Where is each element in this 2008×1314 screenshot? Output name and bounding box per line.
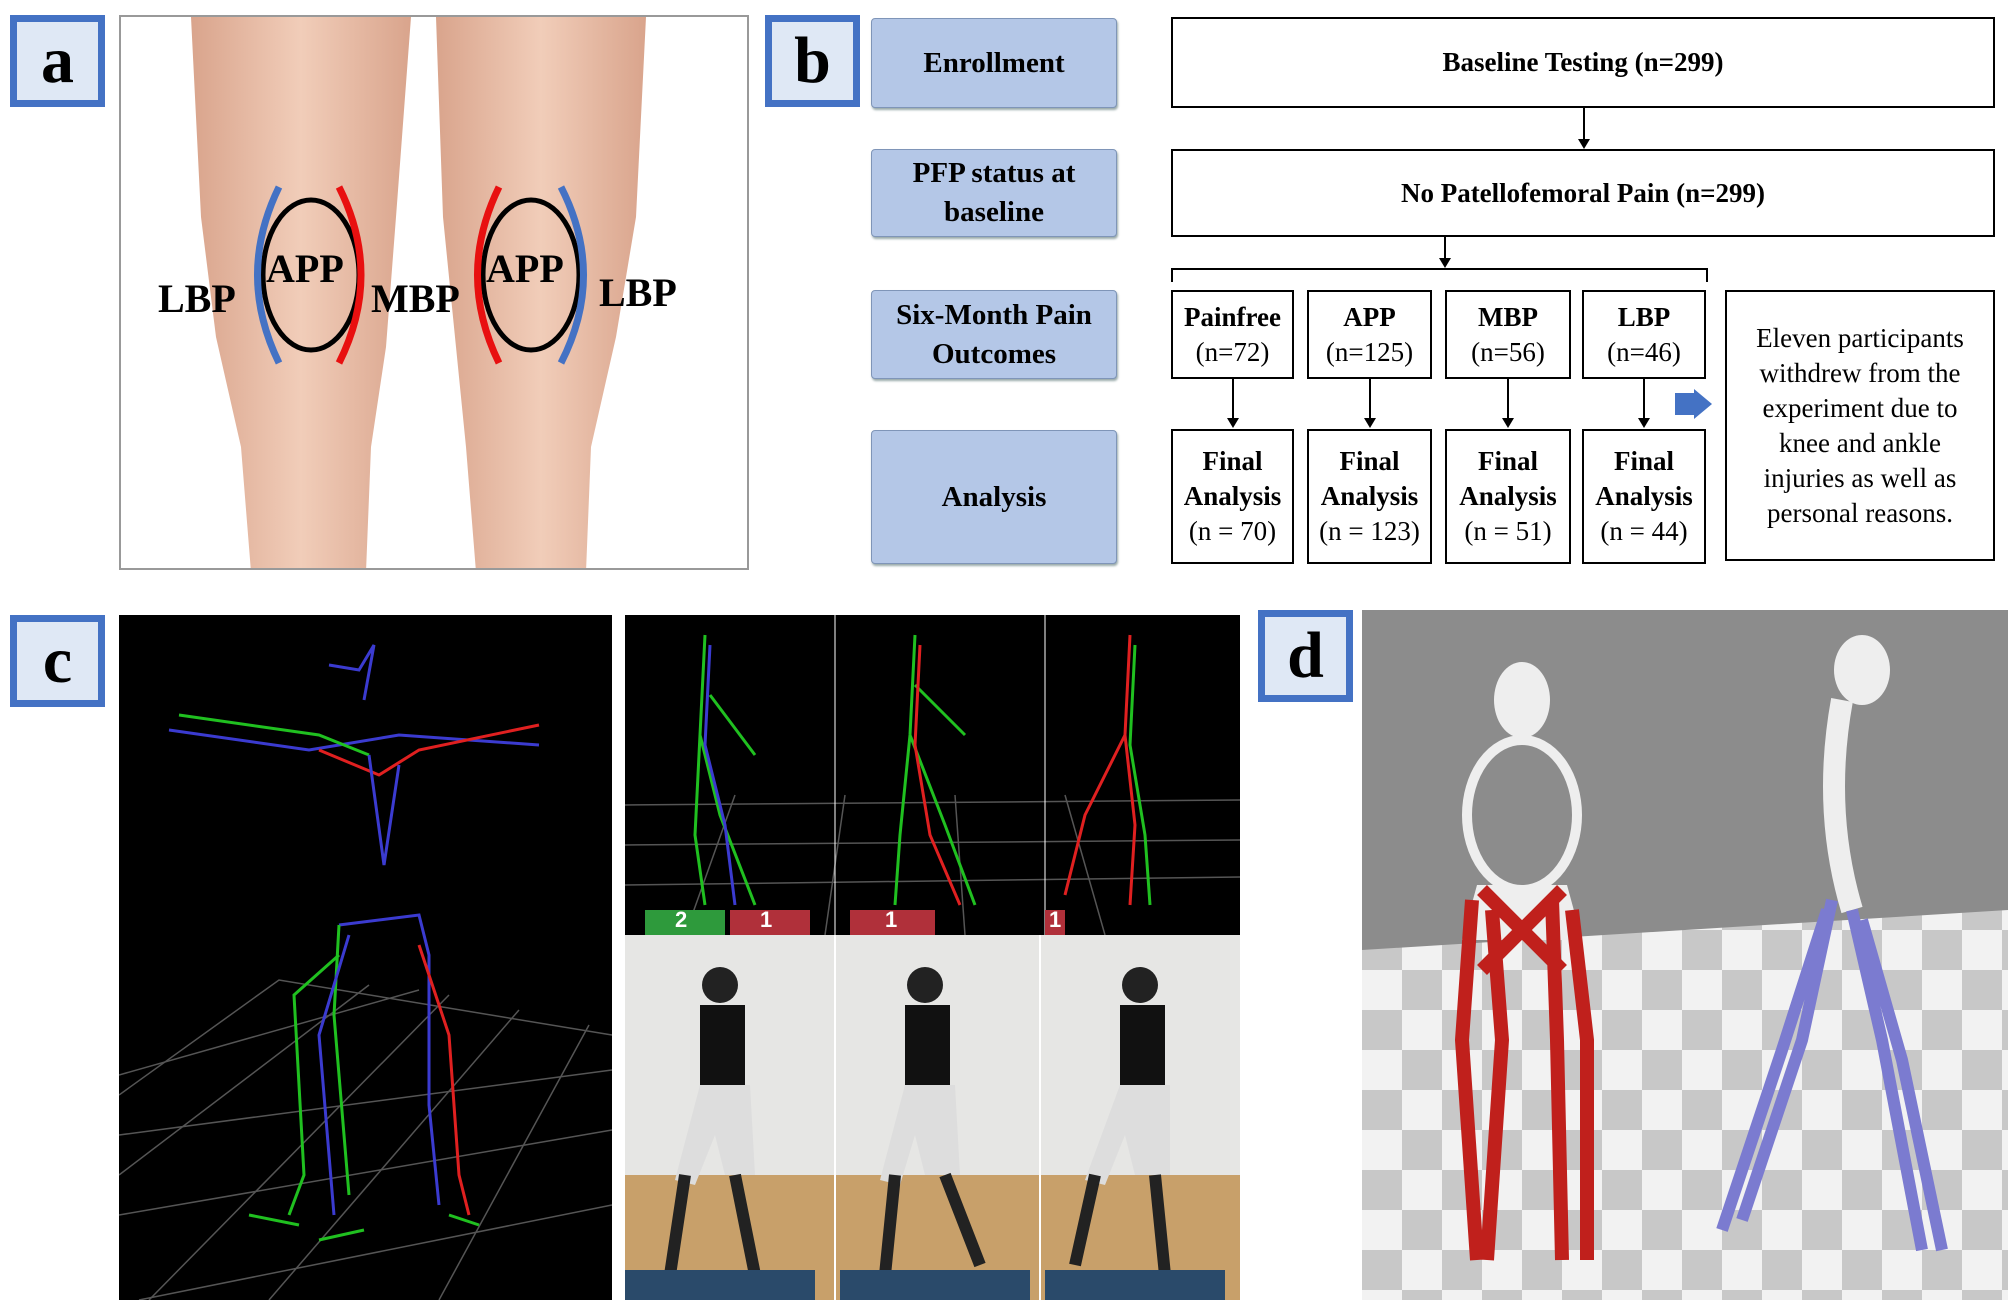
- stage-label: Six-Month Pain Outcomes: [896, 298, 1092, 370]
- analysis-label: Analysis: [1459, 481, 1557, 511]
- floor-tile-label: 1: [760, 907, 773, 932]
- group-name: MBP: [1478, 301, 1538, 332]
- arrow-line: [1643, 379, 1645, 419]
- label-lbp-left: LBP: [158, 276, 236, 321]
- stage-six-month: Six-Month Pain Outcomes: [871, 290, 1117, 379]
- group-count: (n=125): [1325, 336, 1414, 367]
- group-box: MBP (n=56): [1445, 290, 1571, 379]
- baseline-text: Baseline Testing (n=299): [1442, 47, 1724, 77]
- final-count: (n = 51): [1464, 516, 1552, 546]
- floor-tile-label: 2: [675, 907, 688, 932]
- stage-analysis: Analysis: [871, 430, 1117, 564]
- final-count: (n = 123): [1319, 516, 1420, 546]
- withdrawal-arrow-head: [1694, 389, 1712, 419]
- arrow-line: [1231, 379, 1234, 419]
- floor-tile-label: 1: [885, 907, 898, 932]
- group-box: APP (n=125): [1307, 290, 1432, 379]
- skeleton-model-3d: [119, 644, 612, 1300]
- label-lbp-right: LBP: [599, 270, 677, 315]
- final-label: Final: [1339, 446, 1400, 476]
- knee-photo-panel: APP APP LBP MBP LBP: [119, 15, 749, 570]
- mocap-3d-view: [119, 615, 612, 1300]
- stage-pfp-status: PFP status at baseline: [871, 149, 1117, 237]
- group-count: (n=46): [1607, 336, 1681, 367]
- panel-label-d: d: [1258, 610, 1353, 702]
- label-app-left: APP: [266, 246, 344, 291]
- arrow-head: [1578, 139, 1590, 149]
- arrow-line: [1583, 108, 1585, 140]
- arrow-head: [1363, 418, 1376, 428]
- stage-label: Analysis: [941, 480, 1047, 513]
- final-count: (n = 70): [1188, 516, 1277, 546]
- final-label: Final: [1477, 446, 1538, 476]
- musculoskeletal-model-view: [1362, 610, 2008, 1300]
- stage-label: PFP status at baseline: [912, 157, 1076, 228]
- analysis-label: Analysis: [1320, 481, 1419, 511]
- gait-video-frames: [625, 935, 1240, 1300]
- panel-label-b: b: [765, 15, 860, 107]
- label-app-right: APP: [486, 246, 564, 291]
- gait-skeleton-sequence: [625, 615, 1240, 935]
- baseline-box: Baseline Testing (n=299): [1171, 17, 1995, 108]
- arrow-head: [1226, 418, 1239, 428]
- label-mbp: MBP: [371, 276, 460, 321]
- panel-label-c: c: [10, 615, 105, 707]
- withdrawal-box: Eleven participants withdrew from the ex…: [1725, 290, 1995, 561]
- group-box: Painfree (n=72): [1171, 290, 1294, 379]
- final-analysis-box: Final Analysis (n = 70): [1171, 429, 1294, 564]
- analysis-label: Analysis: [1183, 481, 1282, 511]
- group-count: (n=56): [1471, 336, 1545, 367]
- stage-label: Enrollment: [923, 46, 1065, 79]
- group-name: APP: [1343, 301, 1396, 332]
- group-box: LBP (n=46): [1582, 290, 1706, 379]
- group-bracket: [1171, 268, 1708, 282]
- analysis-label: Analysis: [1595, 481, 1693, 511]
- final-count: (n = 44): [1600, 516, 1688, 546]
- musculoskeletal-models: [1362, 635, 2008, 1300]
- group-name: Painfree: [1184, 301, 1281, 332]
- final-label: Final: [1202, 446, 1263, 476]
- legs-illustration: [191, 17, 646, 568]
- group-name: LBP: [1617, 301, 1671, 332]
- final-analysis-box: Final Analysis (n = 123): [1307, 429, 1432, 564]
- final-label: Final: [1613, 446, 1674, 476]
- no-pfp-text: No Patellofemoral Pain (n=299): [1400, 177, 1766, 208]
- arrow-line: [1368, 379, 1371, 419]
- arrow-head: [1439, 258, 1451, 268]
- arrow-line: [1507, 379, 1509, 419]
- group-count: (n=72): [1195, 336, 1270, 367]
- panel-label-a: a: [10, 15, 105, 107]
- arrow-head: [1638, 418, 1650, 428]
- no-pfp-box: No Patellofemoral Pain (n=299): [1171, 149, 1995, 237]
- gait-trial-views: 2 1 1 1: [625, 615, 1240, 1300]
- final-analysis-box: Final Analysis (n = 51): [1445, 429, 1571, 564]
- arrow-head: [1502, 418, 1514, 428]
- final-analysis-box: Final Analysis (n = 44): [1582, 429, 1706, 564]
- floor-tile-label: 1: [1049, 907, 1062, 932]
- withdrawal-arrow-icon: [1675, 393, 1695, 415]
- arrow-line: [1444, 237, 1446, 259]
- stage-enrollment: Enrollment: [871, 18, 1117, 108]
- withdrawal-text: Eleven participants withdrew from the ex…: [1756, 322, 1964, 528]
